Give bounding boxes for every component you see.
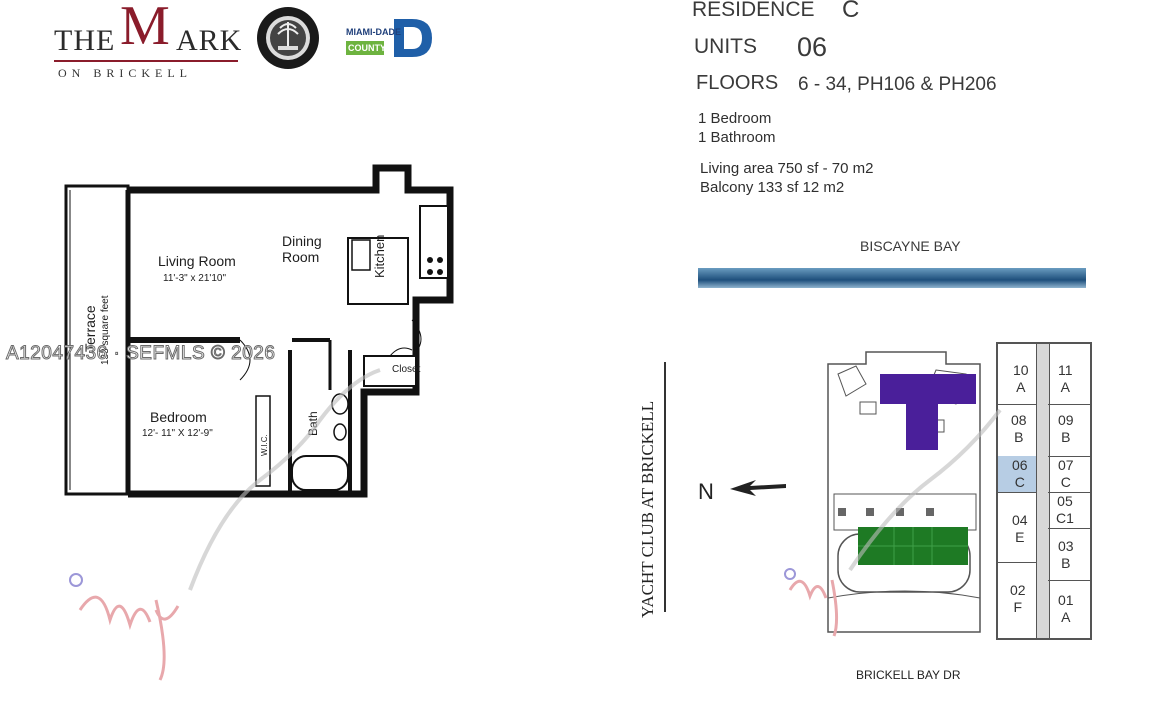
kitchen-label: Kitchen — [372, 234, 387, 278]
unit-04-type: E — [1015, 529, 1025, 545]
floors-label: FLOORS — [696, 72, 779, 94]
living-room-dim: 11'-3" x 21'10" — [163, 273, 226, 284]
units-label: UNITS — [694, 35, 757, 58]
yacht-club-label: YACHT CLUB AT BRICKELL — [638, 400, 657, 618]
unit-03-num: 03 — [1058, 538, 1074, 554]
unit-06-type: C — [1014, 474, 1025, 490]
living-room-label: Living Room — [158, 253, 236, 269]
bedroom-count: 1 Bedroom — [698, 110, 772, 127]
unit-11-num: 11 — [1058, 362, 1073, 378]
brand-divider — [54, 60, 238, 62]
brand-logo: THE M ARK ON BRICKELL — [52, 0, 242, 80]
floors-value: 6 - 34, PH106 & PH206 — [798, 74, 997, 95]
residence-value: C — [842, 0, 860, 23]
balcony-area: Balcony 133 sf 12 m2 — [700, 179, 845, 196]
dining-room-label-2: Room — [282, 249, 320, 265]
yacht-club-line — [664, 362, 666, 612]
unit-09-num: 09 — [1058, 412, 1074, 428]
units-value: 06 — [797, 32, 828, 62]
unit-11-type: A — [1060, 379, 1070, 395]
brand-name-m: M — [120, 0, 170, 57]
unit-06-num: 06 — [1012, 457, 1028, 473]
north-label: N — [698, 479, 714, 504]
unit-03-type: B — [1061, 555, 1071, 571]
street-label: BRICKELL BAY DR — [856, 668, 961, 682]
bedroom-dim: 12'- 11" X 12'-9" — [142, 428, 213, 439]
closet-label: Closet — [392, 364, 421, 375]
unit-01-type: A — [1061, 609, 1071, 625]
county-logo-bottom: COUNTY — [348, 43, 386, 53]
brand-name-ark: ARK — [176, 24, 243, 57]
unit-08-type: B — [1014, 429, 1024, 445]
pool — [880, 374, 980, 454]
unit-10-type: A — [1016, 379, 1026, 395]
unit-04-num: 04 — [1012, 512, 1028, 528]
dining-room-label-1: Dining — [282, 233, 322, 249]
unit-02-type: F — [1013, 599, 1023, 615]
brand-subtitle: ON BRICKELL — [58, 66, 192, 80]
script-watermark-right — [780, 390, 1040, 640]
residence-label: RESIDENCE — [692, 0, 815, 21]
unit-02-num: 02 — [1010, 582, 1026, 598]
brand-name-the: THE — [54, 24, 116, 57]
unit-07-num: 07 — [1058, 457, 1074, 473]
bay-label: BISCAYNE BAY — [860, 238, 961, 254]
unit-05-num: 05 — [1057, 493, 1073, 509]
unit-09-type: B — [1061, 429, 1071, 445]
building-corridor — [1036, 344, 1050, 638]
unit-07-type: C — [1060, 474, 1071, 490]
unit-08-num: 08 — [1011, 412, 1027, 428]
script-watermark-left — [60, 360, 460, 690]
unit-10-num: 10 — [1013, 362, 1029, 378]
unit-05-type: C1 — [1056, 510, 1074, 526]
bay-water-strip — [698, 268, 1086, 288]
living-area: Living area 750 sf - 70 m2 — [700, 160, 874, 177]
unit-01-num: 01 — [1058, 592, 1074, 608]
bathroom-count: 1 Bathroom — [698, 129, 776, 146]
bedroom-label: Bedroom — [150, 409, 207, 425]
miami-dade-logo: MIAMI-DADE COUNTY — [346, 17, 436, 59]
mls-watermark: A12047436 · SEFMLS © 2026 — [5, 343, 276, 365]
city-seal-icon — [256, 6, 320, 70]
north-arrow-icon — [728, 476, 788, 498]
county-logo-top: MIAMI-DADE — [346, 27, 401, 37]
